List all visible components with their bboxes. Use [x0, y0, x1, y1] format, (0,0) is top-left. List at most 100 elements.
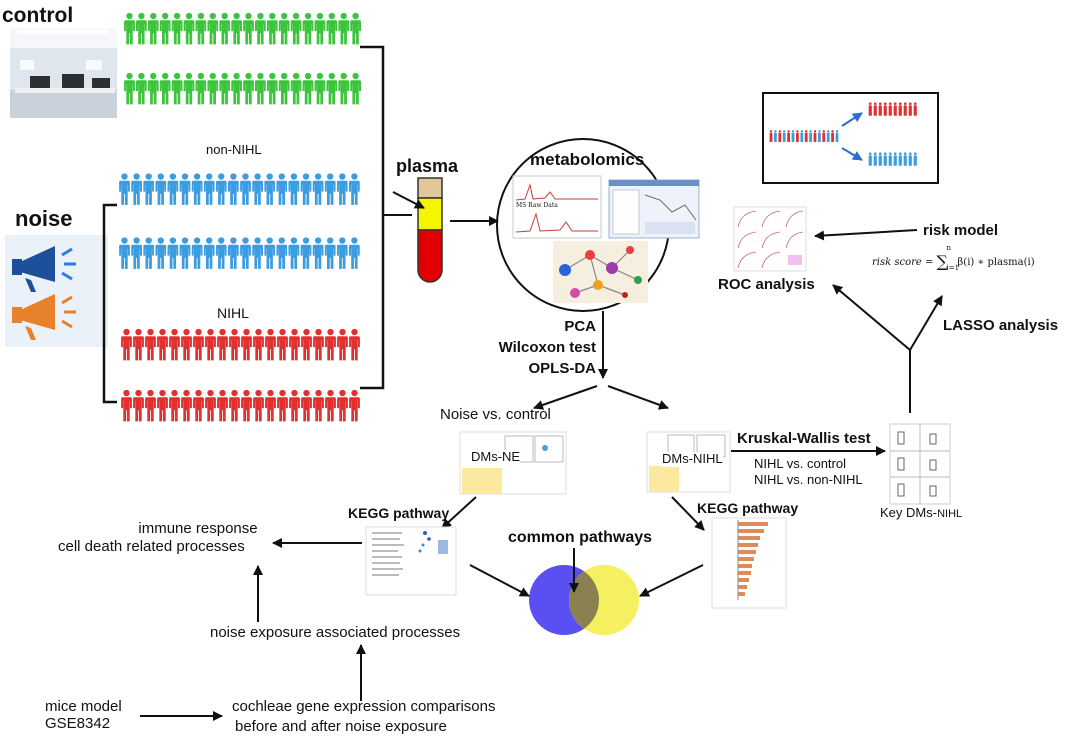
non-nihl-person — [191, 173, 203, 205]
key-dms-boxplot-grid — [889, 423, 951, 505]
control-person — [159, 72, 171, 105]
non-nihl-person — [203, 173, 215, 205]
nihl-person — [133, 328, 144, 361]
control-person — [302, 12, 314, 45]
kegg-right-label: KEGG pathway — [697, 500, 799, 516]
control-person — [326, 12, 338, 45]
office-photo-icon — [10, 28, 117, 118]
software-screenshot-thumbnail — [608, 179, 700, 239]
non-nihl-person — [300, 173, 312, 205]
control-person — [350, 12, 361, 45]
non-nihl-person — [288, 237, 300, 269]
nihl-person — [325, 328, 336, 361]
kegg-barplot-thumbnail — [711, 517, 787, 609]
control-person — [350, 72, 361, 105]
cochleae-label-line1: cochleae gene expression comparisons — [232, 698, 496, 715]
non-nihl-person — [228, 173, 239, 205]
control-person — [314, 72, 326, 105]
non-nihl-person — [336, 173, 348, 205]
control-person — [231, 12, 242, 45]
non-nihl-person — [349, 237, 360, 269]
noise-vs-control-label: Noise vs. control — [440, 406, 551, 423]
nihl-vs-non-nihl-label: NIHL vs. non-NIHL — [754, 472, 863, 487]
control-person — [219, 72, 231, 105]
nihl-person — [337, 389, 348, 422]
non-nihl-person — [264, 237, 276, 269]
non-nihl-person — [119, 237, 130, 269]
ms-spectrum-thumbnail — [512, 175, 602, 239]
control-person — [290, 72, 302, 105]
non-nihl-person — [143, 237, 155, 269]
mice-model-label: mice model — [45, 698, 122, 715]
nihl-person — [289, 389, 300, 422]
control-person — [195, 72, 207, 105]
lasso-label: LASSO analysis — [943, 317, 1059, 334]
nihl-person — [169, 389, 180, 422]
risk-model-label: risk model — [923, 222, 999, 239]
control-person — [255, 12, 266, 45]
cell-death-label: cell death related processes — [58, 538, 245, 555]
control-person — [326, 72, 338, 105]
nihl-person — [313, 328, 324, 361]
nihl-group-people — [121, 328, 360, 422]
non-nihl-person — [252, 173, 263, 205]
control-person — [266, 12, 278, 45]
control-person — [243, 72, 254, 105]
control-person — [278, 12, 290, 45]
nihl-person — [349, 389, 360, 422]
non-nihl-person — [349, 173, 360, 205]
control-person — [231, 72, 242, 105]
nihl-person — [181, 328, 192, 361]
kegg-dotplot-thumbnail — [365, 526, 457, 596]
non-nihl-person — [324, 237, 336, 269]
nihl-person — [253, 389, 264, 422]
nihl-person — [265, 328, 276, 361]
control-person — [243, 12, 254, 45]
non-nihl-person — [203, 237, 215, 269]
nihl-person — [265, 389, 276, 422]
nihl-person — [277, 389, 288, 422]
control-person — [171, 12, 183, 45]
non-nihl-label: non-NIHL — [206, 142, 262, 157]
nihl-person — [337, 328, 348, 361]
non-nihl-person — [312, 237, 324, 269]
non-nihl-person — [215, 173, 227, 205]
kegg-left-label: KEGG pathway — [348, 505, 450, 521]
non-nihl-group-people — [119, 173, 360, 269]
non-nihl-person — [191, 237, 203, 269]
dms-ne-label: DMs-NE — [471, 449, 521, 465]
control-person — [338, 12, 350, 45]
roc-curve-grid — [733, 206, 807, 272]
non-nihl-person — [131, 173, 142, 205]
dms-nihl-label: DMs-NIHL — [662, 451, 723, 467]
control-person — [147, 72, 159, 105]
control-person — [147, 12, 159, 45]
nihl-person — [313, 389, 324, 422]
control-person — [266, 72, 278, 105]
non-nihl-person — [240, 237, 251, 269]
megaphone-icon — [5, 235, 108, 347]
nihl-person — [217, 389, 228, 422]
control-person — [159, 12, 171, 45]
control-person — [255, 72, 266, 105]
opls-da-label: OPLS-DA — [528, 360, 597, 377]
kruskal-wallis-label: Kruskal-Wallis test — [737, 430, 871, 447]
control-person — [207, 12, 219, 45]
control-person — [124, 12, 135, 45]
nihl-person — [241, 328, 252, 361]
nihl-person — [205, 328, 216, 361]
nihl-person — [121, 389, 132, 422]
non-nihl-person — [167, 173, 179, 205]
nihl-person — [133, 389, 144, 422]
plasma-label: plasma — [396, 156, 459, 176]
nihl-person — [301, 328, 312, 361]
cohort-bracket — [360, 45, 385, 390]
common-pathways-label: common pathways — [508, 529, 653, 546]
nihl-person — [205, 389, 216, 422]
nihl-person — [193, 389, 204, 422]
control-group-people — [124, 12, 361, 105]
nihl-person — [229, 389, 240, 422]
control-person — [136, 72, 147, 105]
